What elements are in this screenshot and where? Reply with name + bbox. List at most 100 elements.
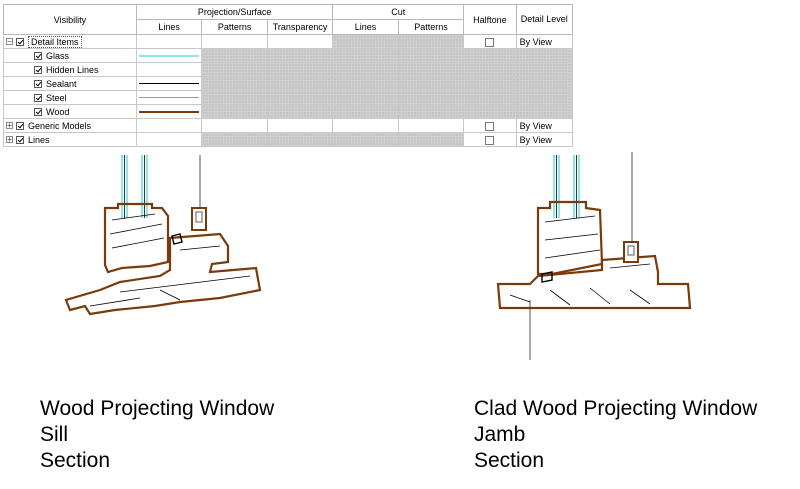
halftone-cell[interactable]: [463, 132, 517, 147]
visibility-cell[interactable]: Wood: [3, 104, 137, 119]
header-cut-lines[interactable]: Lines: [332, 19, 399, 35]
steel-clip-inner: [195, 211, 203, 223]
category-label: Generic Models: [28, 120, 92, 131]
visibility-cell[interactable]: Hidden Lines: [3, 62, 137, 77]
line-sample-steel: [138, 97, 200, 98]
sealant-bead: [541, 271, 553, 283]
table-row-detail-items[interactable]: − Detail Items By View: [3, 34, 574, 49]
visibility-checkbox[interactable]: [16, 135, 24, 144]
projection-transparency-cell[interactable]: [266, 118, 334, 133]
table-row-sealant[interactable]: Sealant: [3, 76, 574, 91]
projection-lines-cell[interactable]: [135, 104, 203, 119]
header-halftone[interactable]: Halftone: [463, 4, 517, 35]
cut-patterns-cell: [397, 132, 465, 147]
table-row-wood[interactable]: Wood: [3, 104, 574, 119]
header-projection-surface: Projection/Surface: [135, 4, 334, 20]
visibility-cell[interactable]: Steel: [3, 90, 137, 105]
projection-lines-cell[interactable]: [135, 62, 203, 77]
projection-transparency-cell: [266, 104, 334, 119]
caption-left-type: Section: [40, 449, 111, 472]
projection-patterns-cell: [201, 132, 268, 147]
jamb-section-drawing: [496, 152, 692, 360]
sill-section-drawing: [64, 155, 262, 316]
header-projection-transparency[interactable]: Transparency: [266, 19, 334, 35]
projection-lines-cell[interactable]: [135, 118, 203, 133]
wood-sash: [536, 200, 604, 276]
visibility-cell[interactable]: + Lines: [3, 132, 137, 147]
halftone-cell: [463, 48, 517, 63]
projection-lines-cell[interactable]: [135, 76, 203, 91]
table-row-hidden-lines[interactable]: Hidden Lines: [3, 62, 574, 77]
visibility-checkbox[interactable]: [34, 93, 42, 102]
detail-level-cell[interactable]: By View: [515, 132, 574, 147]
visibility-checkbox[interactable]: [16, 37, 24, 46]
header-cut: Cut: [332, 4, 465, 20]
projection-lines-cell[interactable]: [135, 90, 203, 105]
subcategory-label: Glass: [46, 50, 70, 61]
visibility-cell[interactable]: Sealant: [3, 76, 137, 91]
cut-patterns-cell: [397, 104, 465, 119]
table-row-glass[interactable]: Glass: [3, 48, 574, 63]
sealant-bead: [171, 233, 183, 245]
cut-lines-cell[interactable]: [332, 118, 399, 133]
halftone-cell[interactable]: [463, 34, 517, 49]
cut-patterns-cell[interactable]: [397, 118, 465, 133]
caption-right-title: Clad Wood Projecting Window: [474, 397, 758, 420]
detail-level-cell: [515, 48, 574, 63]
visibility-checkbox[interactable]: [34, 107, 42, 116]
visibility-graphics-table: Visibility Projection/Surface Cut Halfto…: [3, 4, 574, 147]
detail-level-cell: [515, 76, 574, 91]
header-projection-patterns[interactable]: Patterns: [201, 19, 268, 35]
projection-patterns-cell: [201, 62, 268, 77]
caption-left: Wood Projecting Window Sill Section: [40, 396, 274, 474]
header-cut-patterns[interactable]: Patterns: [397, 19, 465, 35]
table-row-lines[interactable]: + Lines By View: [3, 132, 574, 147]
caption-left-title: Wood Projecting Window: [40, 397, 275, 420]
steel-clip-inner: [627, 245, 635, 256]
detail-level-value: By View: [519, 120, 552, 131]
detail-level-cell[interactable]: By View: [515, 118, 574, 133]
cut-patterns-cell: [397, 48, 465, 63]
line-sample-sealant: [138, 83, 200, 84]
cut-patterns-cell: [397, 76, 465, 91]
wood-frame: [496, 254, 692, 310]
glass-pane-outline: [556, 155, 577, 218]
projection-transparency-cell[interactable]: [266, 34, 334, 49]
halftone-checkbox[interactable]: [485, 37, 495, 47]
visibility-cell[interactable]: − Detail Items: [3, 34, 137, 49]
visibility-checkbox[interactable]: [34, 79, 42, 88]
halftone-cell[interactable]: [463, 118, 517, 133]
projection-patterns-cell[interactable]: [201, 118, 268, 133]
halftone-cell: [463, 62, 517, 77]
detail-level-cell: [515, 104, 574, 119]
halftone-checkbox[interactable]: [485, 135, 495, 145]
projection-patterns-cell: [201, 104, 268, 119]
expand-icon[interactable]: +: [6, 135, 13, 144]
table-row-steel[interactable]: Steel: [3, 90, 574, 105]
visibility-cell[interactable]: + Generic Models: [3, 118, 137, 133]
subcategory-label: Sealant: [46, 78, 77, 89]
visibility-checkbox[interactable]: [16, 121, 24, 130]
cut-lines-cell: [332, 132, 399, 147]
projection-lines-cell[interactable]: [135, 34, 203, 49]
subcategory-label: Steel: [46, 92, 67, 103]
caption-right-type: Section: [474, 449, 545, 472]
halftone-checkbox[interactable]: [485, 121, 495, 131]
table-row-generic-models[interactable]: + Generic Models By View: [3, 118, 574, 133]
cut-patterns-cell: [397, 90, 465, 105]
cut-patterns-cell: [397, 62, 465, 77]
projection-lines-cell[interactable]: [135, 48, 203, 63]
header-projection-lines[interactable]: Lines: [135, 19, 203, 35]
visibility-checkbox[interactable]: [34, 51, 42, 60]
cut-lines-cell: [332, 34, 399, 49]
projection-lines-cell[interactable]: [135, 132, 203, 147]
collapse-icon[interactable]: −: [6, 37, 13, 46]
header-detail-level[interactable]: Detail Level: [515, 4, 574, 35]
cut-lines-cell: [332, 76, 399, 91]
header-visibility[interactable]: Visibility: [3, 4, 137, 35]
expand-icon[interactable]: +: [6, 121, 13, 130]
visibility-checkbox[interactable]: [34, 65, 42, 74]
detail-level-cell[interactable]: By View: [515, 34, 574, 49]
projection-patterns-cell[interactable]: [201, 34, 268, 49]
visibility-cell[interactable]: Glass: [3, 48, 137, 63]
